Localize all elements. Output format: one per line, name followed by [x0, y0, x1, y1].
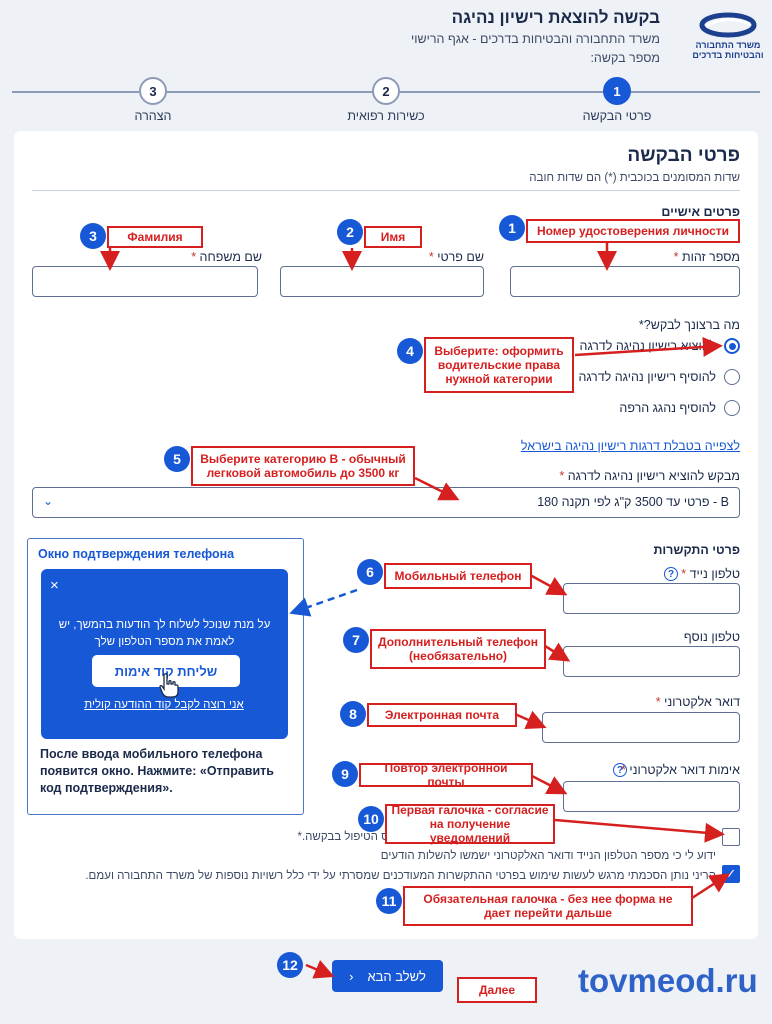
annotation-badge-10: 10	[358, 806, 384, 832]
degrees-table-link[interactable]: לצפייה בטבלת דרגות רישיון נהיגה בישראל	[520, 439, 740, 453]
annotation-note-12: Далее	[457, 977, 537, 1003]
option-issue-license: להוציא רישיון נהיגה לדרגה	[579, 339, 716, 353]
annotation-badge-9: 9	[332, 761, 358, 787]
next-step-button[interactable]: לשלב הבא ‹	[332, 960, 443, 992]
last-name-input[interactable]	[32, 266, 258, 297]
email-input[interactable]	[542, 712, 740, 743]
step-1-label: פרטי הבקשה	[582, 109, 652, 123]
degree-label: מבקש להוציא רישיון נהיגה לדרגה *	[559, 469, 740, 483]
annotation-note-10: Первая галочка - согласие на получение у…	[385, 803, 555, 845]
phone-popup-description: После ввода мобильного телефона появится…	[40, 747, 274, 795]
annotation-note-2: Имя	[364, 226, 422, 248]
degree-select[interactable]: B - פרטי עד 3500 ק"ג לפי תקנה 180 ⌄	[32, 487, 740, 518]
first-name-input[interactable]	[280, 266, 484, 297]
personal-section-title: פרטים אישיים	[661, 205, 740, 219]
consent1-pre-text: ידוע לי כי מספר הטלפון הנייד ודואר האלקט…	[380, 850, 716, 862]
consent2-text: הריני נותן הסכמתי מרגש לעשות שימוש בפרטי…	[85, 870, 716, 882]
extra-phone-input[interactable]	[563, 646, 740, 677]
contact-section-title: פרטי התקשרות	[653, 543, 740, 557]
annotation-note-11: Обязательная галочка - без нее форма не …	[403, 886, 693, 926]
annotation-note-8: Электронная почта	[367, 703, 517, 727]
radio-issue-license[interactable]	[724, 338, 740, 354]
annotation-badge-5: 5	[164, 446, 190, 472]
annotation-note-5: Выберите категорию В - обычный легковой …	[191, 446, 415, 486]
arrow-12	[305, 960, 335, 979]
email-confirm-label: אימות דואר אלקטרוני *	[621, 763, 740, 777]
annotation-note-4: Выберите: оформить водительские права ну…	[424, 337, 574, 393]
divider	[32, 190, 740, 191]
annotation-badge-3: 3	[80, 223, 106, 249]
chevron-down-icon: ⌄	[43, 494, 54, 508]
step-1-circle[interactable]: 1	[603, 77, 631, 105]
step-2-label: כשירות רפואית	[347, 109, 425, 123]
step-2-circle[interactable]: 2	[372, 77, 400, 105]
page-subtitle: משרד התחבורה והבטיחות בדרכים - אגף הרישו…	[411, 32, 660, 46]
form-title: פרטי הבקשה	[627, 145, 740, 166]
radio-add-practice[interactable]	[724, 400, 740, 416]
voice-code-link[interactable]: אני רוצה לקבל קוד ההודעה קולית	[84, 699, 244, 711]
annotation-note-3: Фамилия	[107, 226, 203, 248]
phone-popup-title: Окно подтверждения телефона	[38, 547, 235, 561]
annotation-badge-11: 11	[376, 888, 402, 914]
annotation-badge-2: 2	[337, 219, 363, 245]
annotation-note-6: Мобильный телефон	[384, 563, 532, 589]
hand-cursor-icon	[159, 673, 179, 698]
logo-text: משרד התחבורה והבטיחות בדרכים	[692, 40, 764, 60]
request-number: מספר בקשה:	[590, 51, 660, 65]
page-title: בקשה להוצאת רישיון נהיגה	[451, 8, 660, 27]
request-question: מה ברצונך לבקש?*	[638, 318, 740, 332]
id-label: מספר זהות *	[673, 250, 740, 264]
phone-popup-text: על מנת שנוכל לשלוח לך הודעות בהמשך, יש ל…	[58, 619, 271, 648]
help-icon[interactable]: ?	[613, 763, 627, 777]
annotation-note-9: Повтор электронной почты	[359, 761, 533, 789]
notifications-consent-checkbox[interactable]	[722, 828, 740, 846]
mobile-label: טלפון נייד *	[681, 567, 740, 581]
option-add-license: להוסיף רישיון נהיגה לדרגה	[578, 370, 716, 384]
annotation-badge-8: 8	[340, 701, 366, 727]
annotation-badge-12: 12	[277, 952, 303, 978]
page-header: משרד התחבורה והבטיחות בדרכים בקשה להוצאת…	[0, 0, 772, 80]
step-3-label: הצהרה	[134, 109, 172, 123]
annotation-note-1: Номер удостоверения личности	[526, 219, 740, 243]
annotation-note-7: Дополнительный телефон (необязательно)	[370, 629, 546, 669]
watermark: tovmeod.ru	[578, 962, 758, 999]
last-name-label: שם משפחה *	[191, 250, 262, 264]
radio-add-license[interactable]	[724, 369, 740, 385]
mobile-input[interactable]	[563, 583, 740, 614]
degree-select-value: B - פרטי עד 3500 ק"ג לפי תקנה 180	[537, 495, 729, 509]
option-add-practice: להוסיף נהגג הרפה	[619, 401, 716, 415]
phone-popup	[41, 569, 288, 739]
next-step-label: לשלב הבא	[367, 968, 426, 984]
id-input[interactable]	[510, 266, 740, 297]
step-3-circle[interactable]: 3	[139, 77, 167, 105]
close-icon[interactable]: ×	[50, 577, 59, 594]
email-label: דואר אלקטרוני *	[655, 695, 740, 709]
annotation-badge-1: 1	[499, 215, 525, 241]
required-consent-checkbox[interactable]: ✓	[722, 865, 740, 883]
annotation-badge-4: 4	[397, 338, 423, 364]
first-name-label: שם פרטי *	[428, 250, 484, 264]
email-confirm-input[interactable]	[563, 781, 740, 812]
help-icon[interactable]: ?	[664, 567, 678, 581]
extra-phone-label: טלפון נוסף	[683, 630, 740, 644]
required-note: שדות המסומנים בכוכבית (*) הם שדות חובה	[529, 172, 740, 184]
annotation-badge-6: 6	[357, 559, 383, 585]
annotation-badge-7: 7	[343, 627, 369, 653]
ministry-logo-icon	[699, 12, 757, 38]
chevron-left-icon: ‹	[349, 968, 354, 984]
